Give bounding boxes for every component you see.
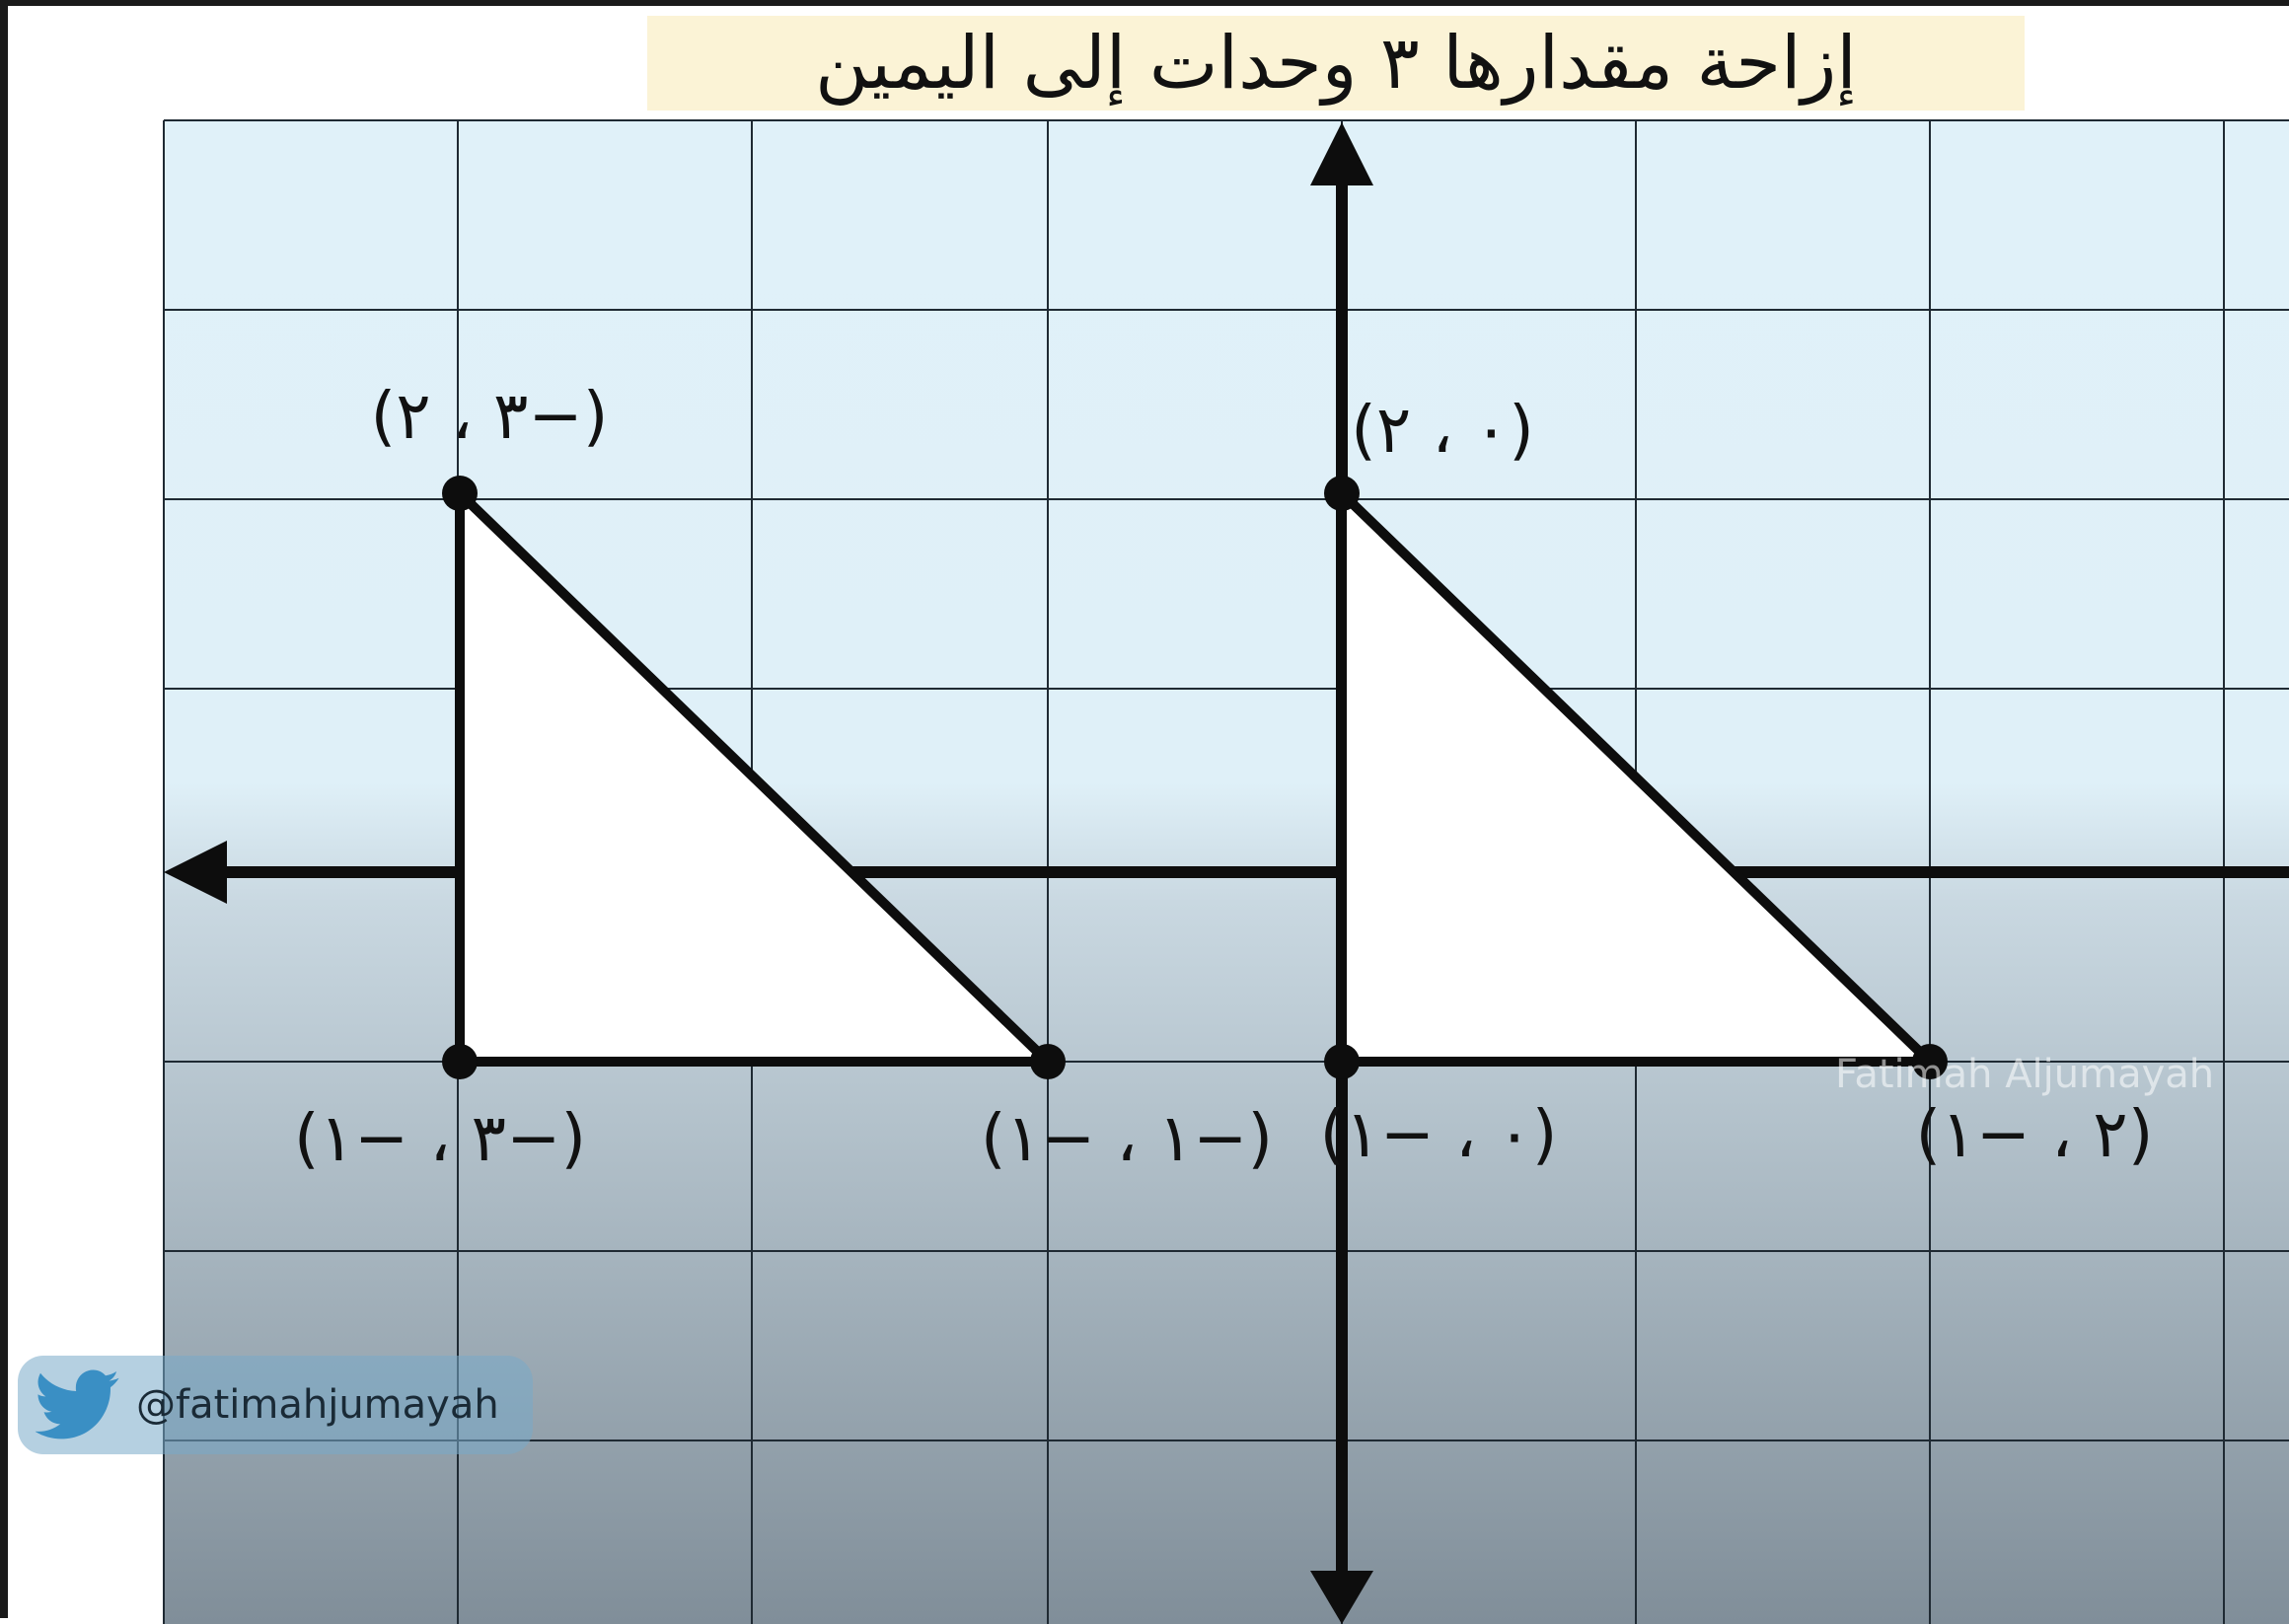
watermark-text: Fatimah Aljumayah xyxy=(1835,1052,2215,1097)
y-axis-up-arrow xyxy=(1310,122,1373,185)
x-axis-left-arrow xyxy=(164,841,227,904)
vertex-label: (٢ ، −١) xyxy=(1916,1096,2154,1172)
vertex-point xyxy=(1324,476,1360,511)
vertex-point xyxy=(1324,1044,1360,1079)
original-triangle xyxy=(455,488,1053,1067)
twitter-bird-icon xyxy=(36,1369,119,1439)
y-axis-down-arrow xyxy=(1310,1571,1373,1624)
twitter-handle: @fatimahjumayah xyxy=(136,1382,499,1428)
translated-triangle xyxy=(1337,488,1935,1067)
triangles xyxy=(442,476,1948,1079)
vertex-point xyxy=(442,476,478,511)
vertex-point xyxy=(1912,1044,1948,1079)
vertex-label: (٠ ، −١) xyxy=(1320,1096,1558,1172)
vertex-label: (−٣ ، −١) xyxy=(294,1100,586,1176)
vertex-label: (٠ ، ٢) xyxy=(1351,392,1534,468)
social-handle-badge: @fatimahjumayah xyxy=(18,1356,533,1454)
slide-title: إزاحة مقدارها ٣ وحدات إلى اليمين xyxy=(647,16,2025,111)
vertex-point xyxy=(442,1044,478,1079)
vertex-label: (−١ ، −١) xyxy=(981,1100,1273,1176)
vertex-point xyxy=(1030,1044,1066,1079)
vertex-label: (−٣ ، ٢) xyxy=(371,378,609,454)
vertex-labels: (−٣ ، ٢) (−٣ ، −١) (−١ ، −١) (٠ ، ٢) (٠ ، −١… xyxy=(294,378,2154,1176)
